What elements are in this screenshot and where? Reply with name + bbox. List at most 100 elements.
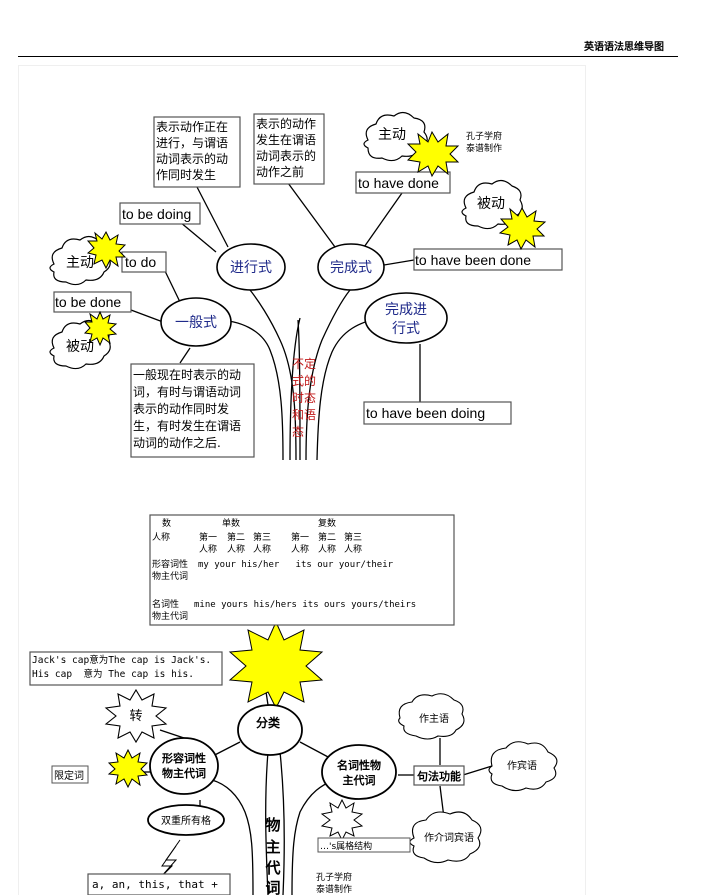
note-progressive-1: 表示动作正在 — [156, 120, 228, 134]
node-simple-label: 一般式 — [175, 315, 217, 331]
map1-trunk-left — [214, 319, 284, 461]
cloud-subject-icon — [398, 693, 465, 740]
convert-label: 转 — [129, 709, 142, 724]
cloud-object-label: 作宾语 — [507, 759, 537, 772]
note-simple-3: 表示的动作同时发 — [133, 401, 229, 416]
table-cell: 第三 — [344, 531, 362, 543]
table-cell: 第二 — [227, 531, 245, 543]
node-double-possessive — [147, 804, 225, 836]
node-perfect-label: 完成式 — [330, 260, 372, 276]
cloud-active-left-label: 主动 — [66, 255, 94, 271]
table-cell: 第三 — [253, 531, 271, 543]
syntax-label: 句法功能 — [417, 769, 461, 783]
box-to-have-done: to have done — [358, 175, 439, 191]
node-noun-label-1: 名词性物 — [337, 758, 381, 772]
node-simple — [160, 297, 232, 347]
burst-icon — [86, 230, 127, 270]
burst-icon — [406, 130, 460, 178]
table-cell: 人称 — [318, 543, 336, 555]
table-row3-values: my your his/her its our your/their — [198, 560, 394, 570]
node-adjective-label-1: 形容词性 — [162, 751, 206, 765]
table-cell: 人称 — [253, 543, 271, 555]
note-progressive-4: 作同时发生 — [156, 167, 216, 182]
node-classify — [237, 704, 303, 756]
table-cell: 人称 — [344, 543, 362, 555]
map1-credit-1: 孔子学府 — [466, 130, 502, 142]
table-row4-label-1: 名词性 — [152, 598, 179, 610]
table-cell: 人称 — [199, 543, 217, 555]
node-adjective-label-2: 物主代词 — [162, 766, 206, 780]
example-box — [29, 651, 223, 686]
map2-trunk-label-2: 主 — [265, 838, 280, 856]
burst-icon — [498, 206, 547, 251]
map2-credit-1: 孔子学府 — [316, 871, 352, 883]
node-adjective-possessive — [149, 737, 219, 795]
page-header-title: 英语语法思维导图 — [584, 42, 664, 53]
cloud-prep-object-icon — [409, 811, 482, 864]
table-cell: 第一 — [291, 531, 309, 543]
node-perfect-progressive-label-2: 行式 — [392, 321, 420, 337]
table-row3-label-2: 物主代词 — [152, 570, 188, 582]
s-structure-label: …'s属格结构 — [320, 840, 372, 852]
map2-trunk-label-4: 词 — [265, 879, 280, 895]
cloud-prep-object-label: 作介词宾语 — [424, 831, 474, 844]
cloud-object-icon — [488, 741, 558, 792]
map1-trunk-label-4: 和语 — [292, 408, 316, 422]
example-line-1: Jack's cap意为The cap is Jack's. — [32, 654, 211, 666]
determiner-label: 限定词 — [54, 769, 84, 782]
box-to-do: to do — [125, 254, 156, 270]
map2-trunk-label-3: 代 — [264, 859, 280, 877]
note-perfect-2: 发生在谓语 — [256, 132, 316, 147]
small-burst-icon — [320, 798, 364, 842]
note-simple-1: 一般现在时表示的动 — [133, 367, 241, 382]
map1-trunk-label-3: 时态 — [292, 391, 316, 405]
map2-trunk — [211, 751, 335, 895]
box-to-be-doing: to be doing — [122, 206, 191, 222]
map2-credit-2: 泰谱制作 — [316, 883, 352, 895]
note-simple-2: 词，有时与谓语动词 — [133, 385, 241, 399]
map1-credit-2: 泰谱制作 — [466, 142, 502, 154]
node-noun-possessive — [321, 744, 397, 800]
table-cell: 第二 — [318, 531, 336, 543]
note-progressive-3: 动词表示的动 — [156, 151, 228, 166]
node-classify-label: 分类 — [256, 715, 281, 730]
map1-trunk-label-2: 式的 — [292, 373, 316, 388]
table-cell: 第一 — [199, 531, 217, 543]
table-row3-label-1: 形容词性 — [152, 558, 188, 570]
map2-trunk-label-1: 物 — [265, 816, 280, 834]
table-row2-label: 人称 — [152, 531, 170, 543]
note-perfect-4: 动作之前 — [256, 164, 304, 179]
table-row1-number: 数 — [162, 517, 171, 529]
articles-label: a, an, this, that + — [92, 878, 218, 891]
note-progressive-2: 进行，与谓语 — [156, 136, 228, 150]
header-rule — [18, 56, 678, 57]
node-noun-label-2: 主代词 — [343, 773, 376, 787]
node-perfect-progressive-label-1: 完成进 — [385, 302, 427, 318]
map1-trunk-right — [316, 317, 381, 461]
node-perfect — [317, 243, 385, 291]
table-row1-singular: 单数 — [222, 517, 240, 529]
node-progressive — [216, 243, 286, 291]
note-perfect-3: 动词表示的 — [256, 148, 316, 163]
box-to-have-been-doing: to have been doing — [366, 405, 485, 421]
table-cell: 人称 — [227, 543, 245, 555]
table-row4-label-2: 物主代词 — [152, 610, 188, 622]
example-line-2: His cap 意为 The cap is his. — [32, 668, 194, 680]
burst-icon — [228, 620, 324, 710]
map1-trunk-label-1: 不定 — [292, 356, 316, 371]
table-cell: 人称 — [291, 543, 309, 555]
cloud-subject-label: 作主语 — [419, 713, 449, 725]
table-row1-plural: 复数 — [318, 517, 336, 529]
cloud-passive-left-label: 被动 — [66, 339, 94, 355]
note-simple-4: 生，有时发生在谓语 — [133, 418, 241, 433]
box-to-have-been-done: to have been done — [415, 252, 531, 268]
cloud-passive-top-label: 被动 — [477, 196, 505, 212]
convert-burst-icon — [104, 688, 168, 744]
node-double-possessive-label: 双重所有格 — [161, 814, 211, 827]
burst-icon — [107, 748, 149, 789]
burst-icon — [83, 310, 118, 347]
cloud-active-top-label: 主动 — [378, 127, 406, 143]
pronoun-table — [149, 514, 455, 626]
node-progressive-label: 进行式 — [230, 260, 272, 276]
